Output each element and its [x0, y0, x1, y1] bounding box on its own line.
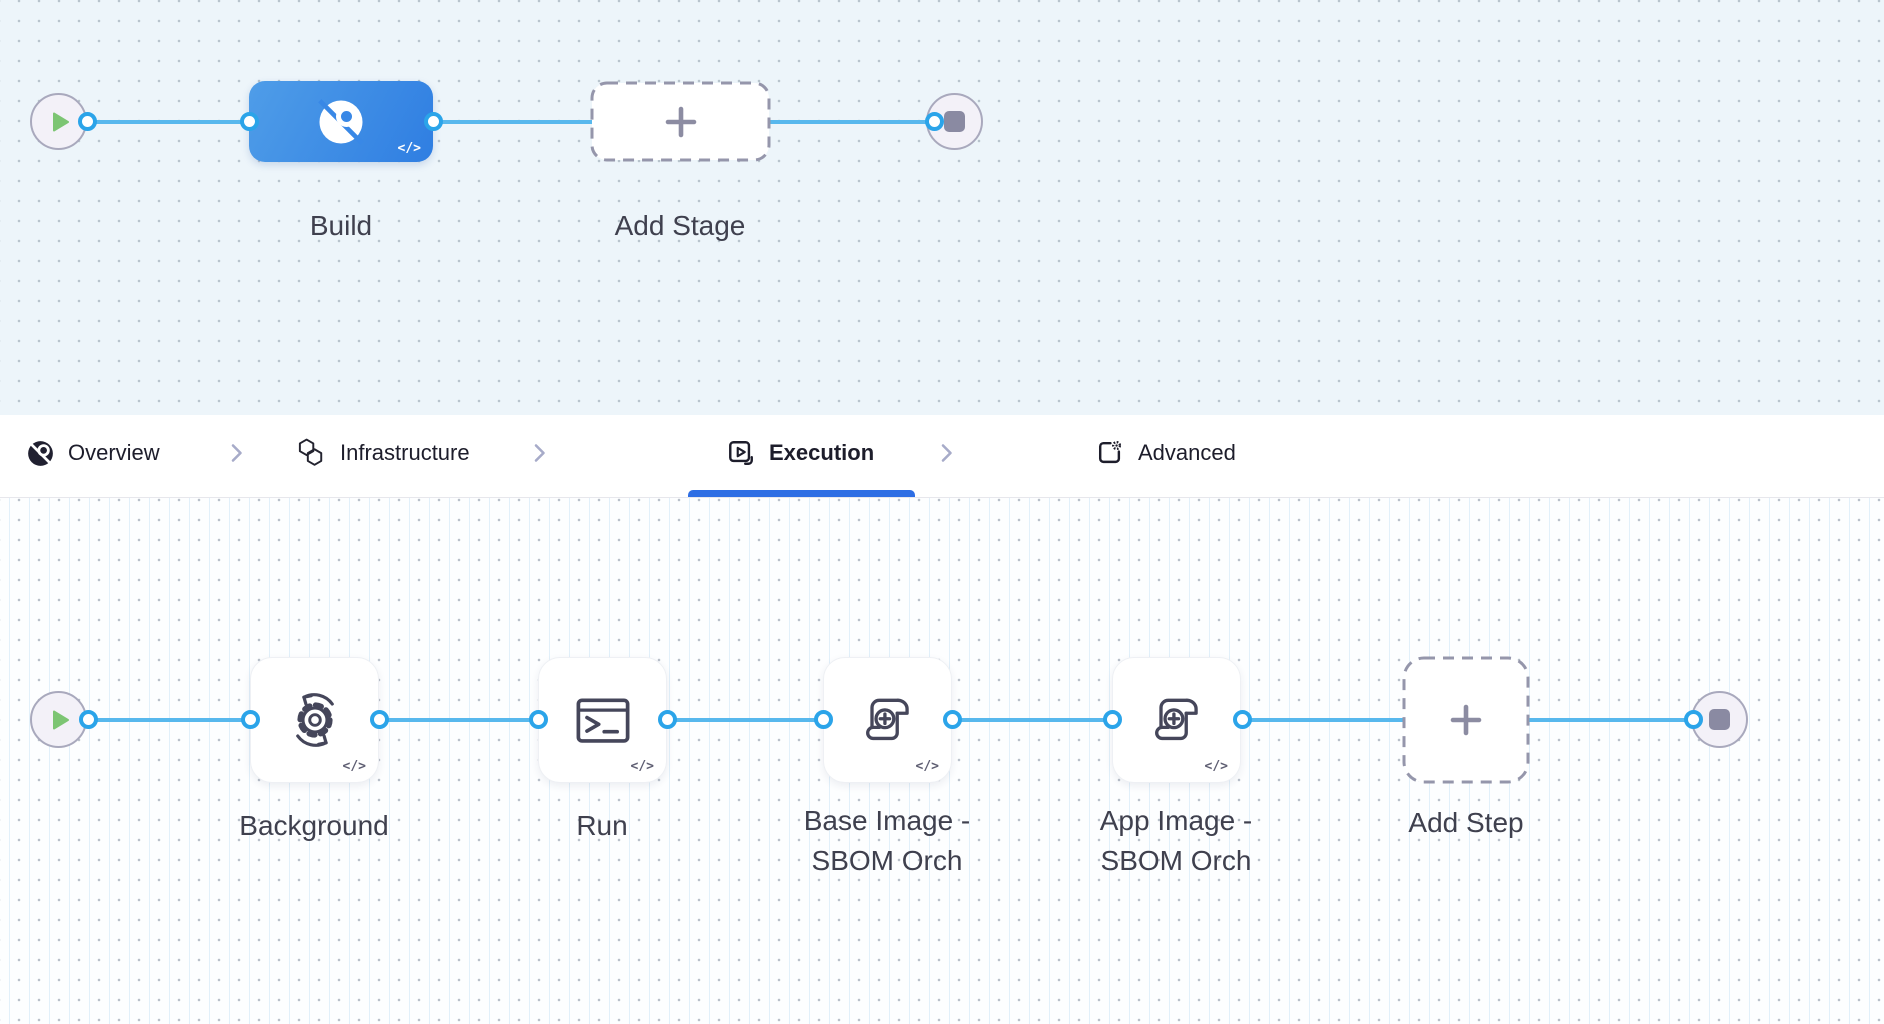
execution-end-node [1691, 691, 1748, 748]
sbom-orchestration-icon [1154, 698, 1198, 741]
yaml-code-badge: </> [630, 759, 654, 774]
tab-label: Infrastructure [340, 440, 470, 465]
step-label-app-image-sbom: App Image - SBOM Orch [1099, 805, 1253, 876]
connector-port[interactable] [924, 112, 944, 131]
play-icon [52, 710, 69, 729]
build-stage-icon [318, 98, 364, 145]
infrastructure-icon [298, 438, 323, 466]
run-terminal-icon [576, 698, 629, 743]
background-service-icon [295, 693, 334, 747]
tab-infrastructure[interactable]: Infrastructure [296, 415, 470, 491]
play-icon [52, 112, 69, 131]
pipeline-start-node [30, 93, 87, 150]
step-node-base-image-sbom[interactable]: </> [823, 657, 952, 783]
tab-label: Advanced [1138, 440, 1236, 465]
tab-label: Execution [769, 440, 875, 465]
stage-config-tab-bar: Overview Infrastructure [0, 415, 1884, 498]
step-label-background: Background [239, 810, 389, 841]
connector-port[interactable] [1683, 710, 1703, 729]
stage-label-build: Build [309, 210, 373, 241]
stage-canvas: </> Build Add Stage [0, 0, 1884, 415]
chevron-right-icon [231, 444, 242, 462]
connector-port[interactable] [240, 710, 260, 729]
stop-icon [944, 111, 965, 132]
yaml-code-badge: </> [342, 759, 366, 774]
edge [88, 717, 250, 722]
yaml-code-badge: </> [1204, 759, 1228, 774]
step-node-background[interactable]: </> [250, 657, 379, 783]
pipeline-overview-icon [27, 440, 54, 466]
chevron-right-icon [534, 444, 545, 462]
connector-port[interactable] [1102, 710, 1122, 729]
execution-icon [729, 441, 753, 465]
edge [87, 119, 249, 124]
chevron-right-icon [941, 444, 952, 462]
connector-port[interactable] [1232, 710, 1252, 729]
tab-execution[interactable]: Execution [727, 415, 874, 491]
step-label-base-image-sbom: Base Image - SBOM Orch [803, 805, 971, 876]
active-tab-underline [688, 490, 915, 497]
tab-label: Overview [68, 440, 160, 465]
connector-port[interactable] [813, 710, 833, 729]
yaml-code-badge: </> [915, 759, 939, 774]
advanced-icon [1098, 441, 1122, 464]
plus-icon [1450, 704, 1482, 736]
stage-node-build[interactable]: </> [249, 81, 433, 162]
connector-port[interactable] [239, 112, 259, 131]
step-node-run[interactable]: </> [538, 657, 667, 783]
plus-icon [665, 106, 696, 137]
stop-icon [1709, 709, 1730, 730]
step-label-add-step: Add Step [1408, 807, 1524, 838]
step-label-run: Run [576, 810, 628, 841]
sbom-orchestration-icon [865, 698, 909, 741]
edge [952, 717, 1112, 722]
stage-label-add-stage: Add Stage [614, 210, 746, 241]
step-node-app-image-sbom[interactable]: </> [1112, 657, 1241, 783]
yaml-code-badge: </> [397, 141, 421, 156]
connector-port[interactable] [423, 112, 443, 131]
tab-overview[interactable]: Overview [27, 415, 160, 491]
add-stage-button[interactable] [590, 81, 771, 162]
connector-port[interactable] [78, 112, 97, 131]
connector-port[interactable] [942, 710, 962, 729]
connector-port[interactable] [369, 710, 389, 729]
connector-port[interactable] [528, 710, 548, 729]
edge [667, 717, 823, 722]
add-step-button[interactable] [1402, 656, 1530, 784]
execution-start-node [30, 691, 87, 748]
tab-advanced[interactable]: Advanced [1096, 415, 1236, 491]
edge [379, 717, 538, 722]
connector-port[interactable] [658, 710, 677, 729]
connector-port[interactable] [78, 710, 98, 729]
